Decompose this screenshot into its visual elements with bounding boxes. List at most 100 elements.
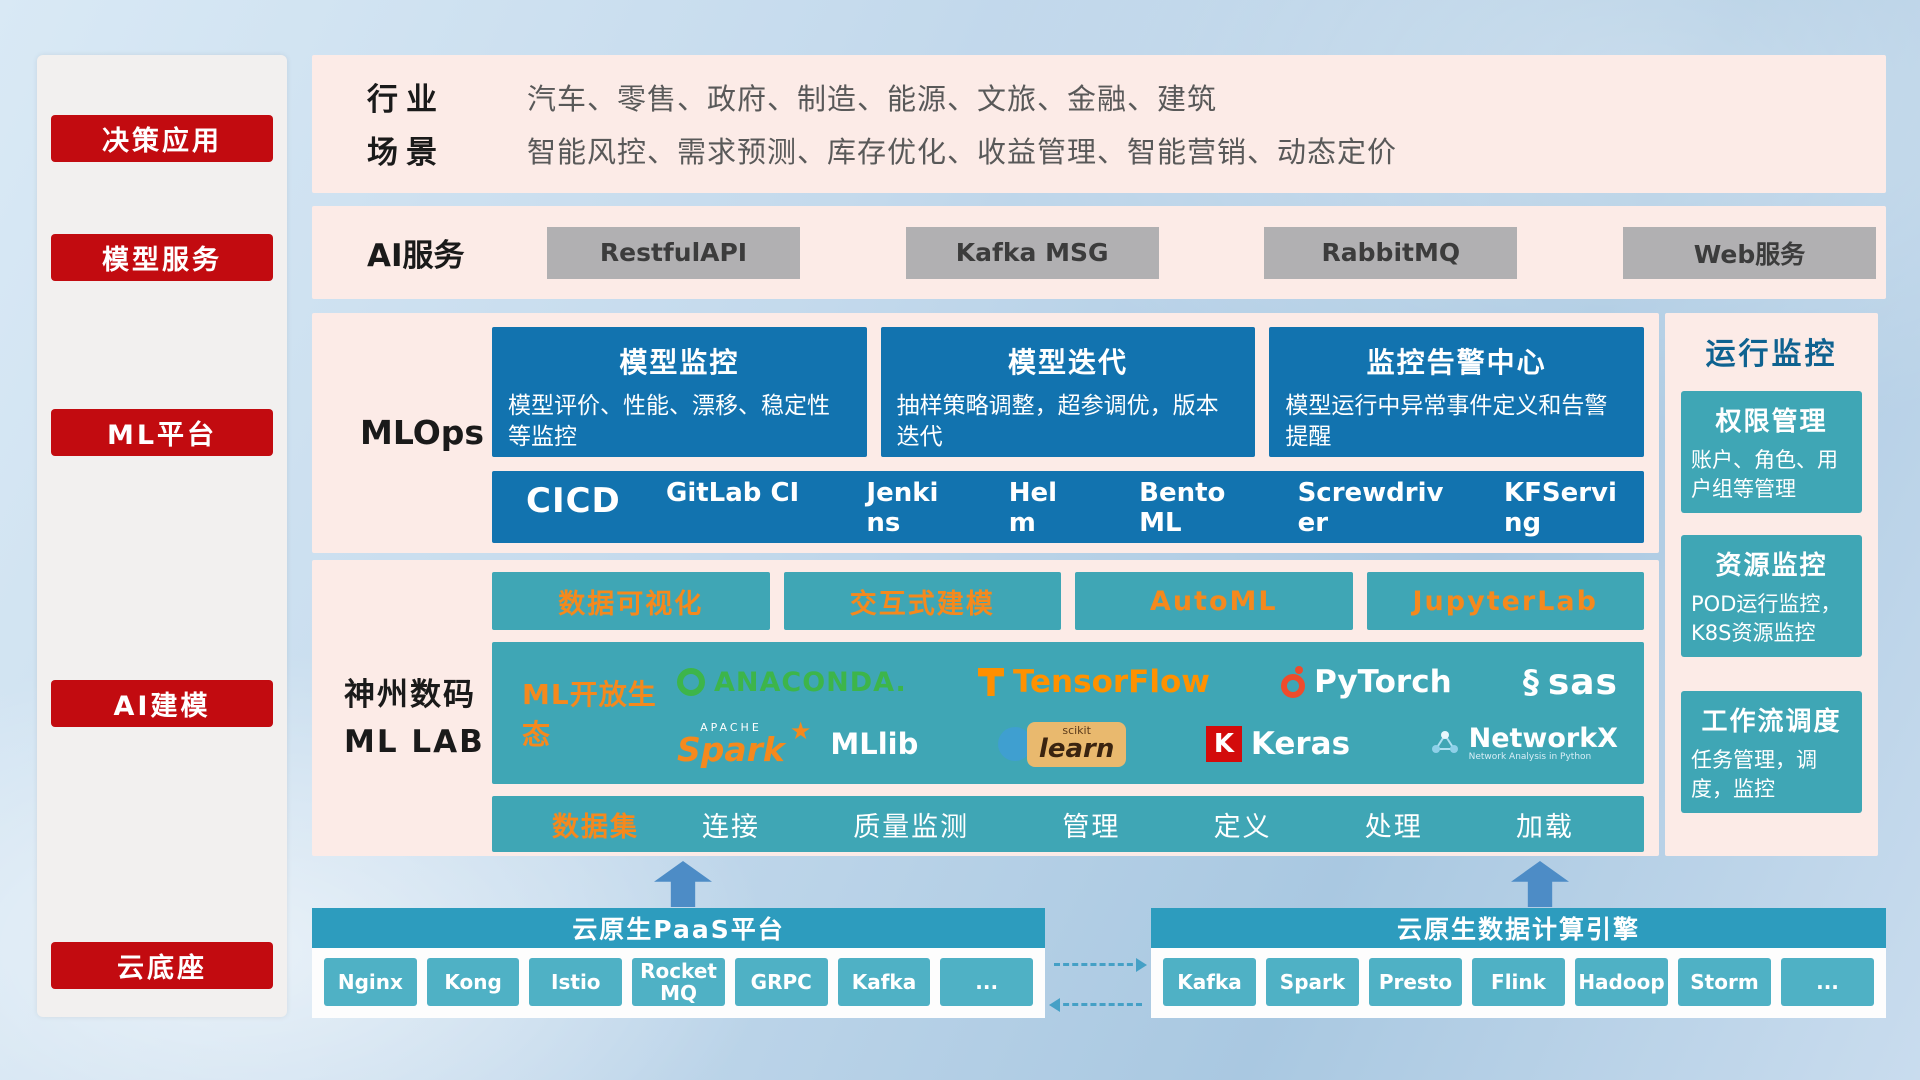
spark-apache-text: APACHE [700,721,762,734]
dataset-item-process: 处理 [1364,811,1423,843]
kafka-button: Kafka [1163,958,1256,1006]
cicd-items: GitLab CI Jenkins Helm BentoML Screwdriv… [666,478,1618,539]
cicd-item-gitlab-ci: GitLab CI [666,478,800,508]
cicd-item-screwdriver: Screwdriver [1297,478,1444,538]
anaconda-logo: ANACONDA. [677,667,907,698]
ml-lab-content: 数据可视化 交互式建模 AutoML JupyterLab ML开放生态 ANA… [492,572,1644,852]
kong-button: Kong [426,958,520,1006]
data-engine-buttons: Kafka Spark Presto Flink Hadoop Storm ..… [1151,948,1886,1018]
tensorflow-logo: TensorFlow [978,664,1210,700]
tensorflow-icon [978,668,1004,696]
scikit-learn-icon [997,727,1032,761]
more-button: ... [1781,958,1874,1006]
data-visualization-button: 数据可视化 [492,572,770,630]
ecosystem-logos: ANACONDA. TensorFlow PyTorch sas [677,653,1644,773]
anaconda-text: ANACONDA. [714,666,907,698]
card-desc: 抽样策略调整，超参调优，版本迭代 [896,393,1219,451]
ecosystem-logos-row2: APACHE Spark ★ MLlib scikit learn [677,715,1618,773]
paas-platform-title: 云原生PaaS平台 [312,908,1045,948]
jupyterlab-button: JupyterLab [1366,572,1644,630]
data-engine-title: 云原生数据计算引擎 [1151,908,1886,948]
spark-text: Spark [677,730,785,769]
cicd-item-kfserving: KFServing [1503,478,1617,538]
scikit-learn-logo: scikit learn [997,721,1127,767]
cicd-item-bentoml: BentoML [1139,478,1226,538]
cicd-item-helm: Helm [1008,478,1058,538]
card-title: 模型监控 [619,346,740,379]
ml-lab-label: 神州数码 ML LAB [344,672,504,765]
runtime-monitor-title: 运行监控 [1705,337,1838,372]
dataset-item-manage: 管理 [1062,811,1121,843]
card-desc: 任务管理，调度，监控 [1691,748,1817,802]
paas-platform-buttons: Nginx Kong Istio RocketMQ GRPC Kafka ... [312,948,1045,1018]
nginx-button: Nginx [324,958,417,1006]
pytorch-text: PyTorch [1314,664,1452,700]
card-desc: 账户、角色、用户组等管理 [1691,448,1838,502]
sas-logo: sas [1523,662,1618,703]
ai-service-label: AI服务 [367,238,465,274]
card-title: 工作流调度 [1701,707,1842,737]
networkx-wordmark: NetworkX Network Analysis in Python [1468,723,1618,763]
pytorch-logo: PyTorch [1281,664,1452,700]
data-engine-group: 云原生数据计算引擎 Kafka Spark Presto Flink Hadoo… [1151,908,1886,1018]
ml-lab-panel: 神州数码 ML LAB 数据可视化 交互式建模 AutoML JupyterLa… [312,560,1659,856]
learn-text: learn [1038,733,1115,764]
ecosystem-logos-row1: ANACONDA. TensorFlow PyTorch sas [677,653,1618,711]
alert-center-card: 监控告警中心 模型运行中异常事件定义和告警提醒 [1269,327,1645,457]
networkx-logo: NetworkX Network Analysis in Python [1430,723,1618,763]
up-arrow-paas [654,861,712,907]
scene-label: 场景 [367,135,445,171]
card-title: 权限管理 [1715,407,1828,437]
permission-management-card: 权限管理 账户、角色、用户组等管理 [1681,391,1862,513]
mllib-text: MLlib [830,727,919,761]
scene-list: 智能风控、需求预测、库存优化、收益管理、智能营销、动态定价 [527,134,1398,169]
spark-mllib-logo: APACHE Spark ★ MLlib [677,717,919,769]
ml-open-ecosystem-label: ML开放生态 [522,678,657,751]
dataset-item-quality: 质量监测 [853,811,970,843]
dataset-item-load: 加载 [1515,811,1574,843]
tensorflow-text: TensorFlow [1013,664,1210,700]
storm-button: Storm [1678,958,1771,1006]
kafka-msg-button: Kafka MSG [905,226,1159,279]
sas-icon [1523,663,1539,701]
ai-service-buttons: RestfulAPI Kafka MSG RabbitMQ Web服务 [547,226,1876,279]
scikit-text: scikit [1062,723,1091,737]
up-arrow-engine [1511,861,1569,907]
kafka-button: Kafka [837,958,931,1006]
resource-monitor-card: 资源监控 POD运行监控，K8S资源监控 [1681,535,1862,657]
dataset-items: 连接 质量监测 管理 定义 处理 加载 [702,805,1574,844]
ai-service-panel: AI服务 RestfulAPI Kafka MSG RabbitMQ Web服务 [312,206,1886,299]
model-iteration-card: 模型迭代 抽样策略调整，超参调优，版本迭代 [880,327,1256,457]
sas-text: sas [1547,661,1618,703]
dataset-label: 数据集 [552,811,639,843]
left-category-sidebar: 决策应用 模型服务 ML平台 AI建模 云底座 [37,55,287,1017]
rabbitmq-button: RabbitMQ [1264,226,1518,279]
category-ml-platform: ML平台 [51,409,273,456]
networkx-icon [1430,727,1460,761]
istio-button: Istio [529,958,623,1006]
industry-label: 行业 [367,82,445,118]
industry-scene-panel: 行业 汽车、零售、政府、制造、能源、文旅、金融、建筑 场景 智能风控、需求预测、… [312,55,1886,193]
category-ai-modeling: AI建模 [51,680,273,727]
industry-row: 行业 汽车、零售、政府、制造、能源、文旅、金融、建筑 [367,70,1886,123]
networkx-text: NetworkX [1468,723,1618,755]
keras-text: Keras [1250,726,1351,762]
card-desc: 模型评价、性能、漂移、稳定性等监控 [508,393,830,451]
model-monitoring-card: 模型监控 模型评价、性能、漂移、稳定性等监控 [492,327,867,457]
grpc-button: GRPC [734,958,828,1006]
flink-button: Flink [1472,958,1565,1006]
ml-lab-label-line1: 神州数码 [344,677,476,713]
arrowhead-right-icon [1136,958,1154,972]
mlops-cards: 模型监控 模型评价、性能、漂移、稳定性等监控 模型迭代 抽样策略调整，超参调优，… [492,327,1645,457]
category-model-service: 模型服务 [51,234,273,281]
category-cloud-base: 云底座 [51,942,273,989]
keras-logo: K Keras [1205,726,1351,762]
ml-open-ecosystem-box: ML开放生态 ANACONDA. TensorFlow [492,642,1644,784]
card-desc: POD运行监控，K8S资源监控 [1691,592,1842,646]
card-title: 监控告警中心 [1366,346,1547,379]
rocketmq-button: RocketMQ [632,958,725,1006]
presto-button: Presto [1369,958,1462,1006]
dataset-item-connect: 连接 [702,811,760,843]
cicd-bar: CICD GitLab CI Jenkins Helm BentoML Scre… [492,471,1644,543]
industry-list: 汽车、零售、政府、制造、能源、文旅、金融、建筑 [527,81,1218,116]
